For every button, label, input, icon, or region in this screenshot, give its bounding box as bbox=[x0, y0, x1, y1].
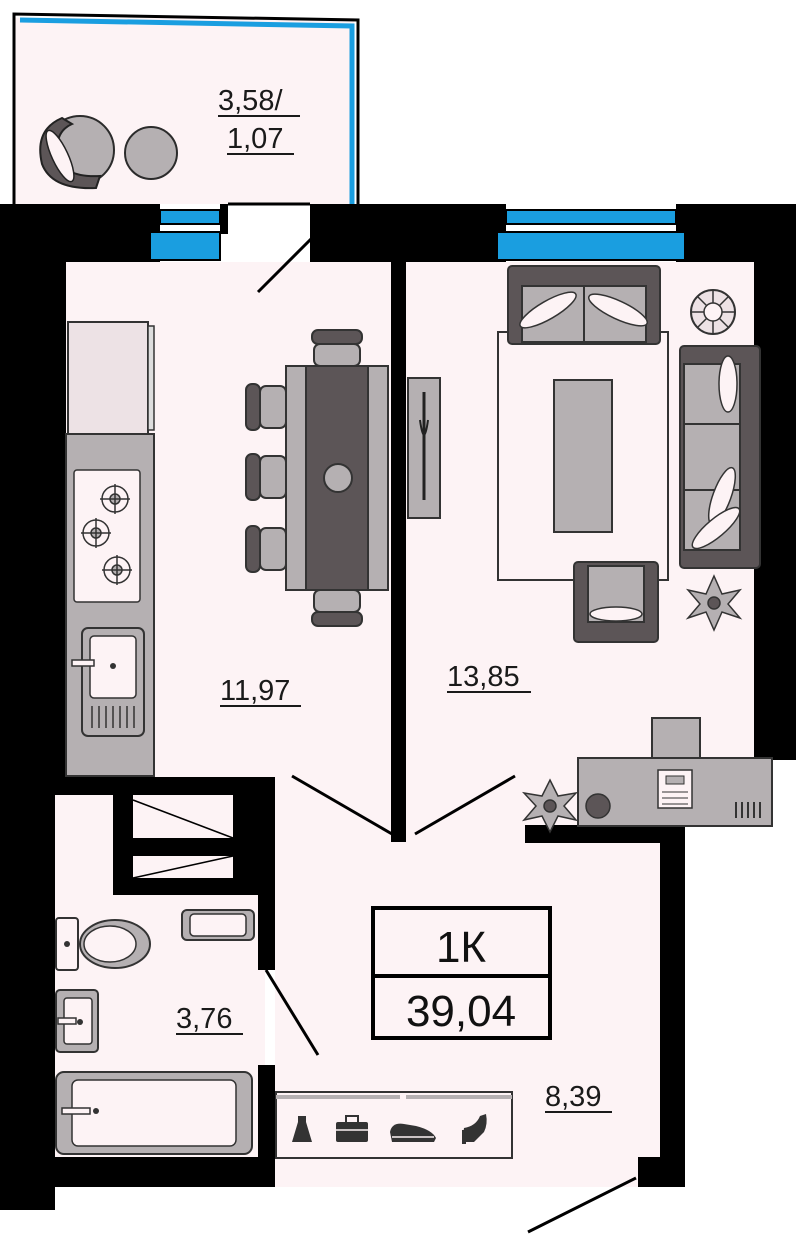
bathroom-area: 3,76 bbox=[176, 1003, 232, 1035]
apartment-type: 1К bbox=[436, 923, 486, 972]
hallway-area: 8,39 bbox=[545, 1081, 601, 1113]
briefcase-icon bbox=[336, 1115, 368, 1142]
toilet-icon bbox=[55, 917, 151, 971]
high-heel-icon bbox=[462, 1114, 487, 1144]
books-icon bbox=[735, 802, 761, 818]
windows bbox=[149, 202, 686, 261]
kitchen-area: 11,97 bbox=[220, 675, 290, 707]
apartment-summary: 1К 39,04 bbox=[371, 906, 552, 1040]
round-table-icon bbox=[124, 126, 178, 180]
entrance-door bbox=[527, 1176, 637, 1234]
kitchen-window bbox=[149, 231, 221, 261]
balcony-area-line2: 1,07 bbox=[227, 123, 283, 155]
living-room-door bbox=[414, 774, 516, 836]
walls bbox=[0, 204, 796, 1210]
bathroom-door bbox=[264, 969, 320, 1056]
washbasin-icon bbox=[55, 989, 99, 1053]
floor-lamp-icon bbox=[690, 289, 736, 335]
stove-icon bbox=[73, 469, 141, 603]
living-room-area: 13,85 bbox=[447, 661, 520, 693]
living-room-window bbox=[496, 231, 686, 261]
bathroom: 3,76 bbox=[55, 909, 255, 1155]
wardrobe bbox=[275, 1091, 513, 1159]
desk-lamp-icon bbox=[585, 793, 611, 819]
coffee-table-icon bbox=[553, 379, 613, 533]
hallway: 8,39 bbox=[275, 1081, 612, 1159]
total-area: 39,04 bbox=[406, 987, 516, 1036]
desk-icon bbox=[577, 717, 773, 827]
sink-icon bbox=[71, 627, 145, 737]
sofa-icon bbox=[507, 265, 661, 345]
kitchen-door bbox=[291, 774, 393, 836]
living-room: 13,85 bbox=[407, 265, 773, 834]
chair-icon bbox=[245, 329, 363, 627]
balcony-door bbox=[256, 230, 320, 294]
doors bbox=[256, 230, 637, 1234]
dress-icon bbox=[292, 1116, 312, 1142]
balcony-area-line1: 3,58/ bbox=[218, 85, 283, 117]
balcony-area-label: 3,58/ 1,07 bbox=[218, 85, 300, 155]
plant-icon bbox=[685, 574, 743, 632]
corner-sofa-icon bbox=[679, 345, 761, 569]
tv-stand-icon bbox=[407, 377, 441, 519]
dining-table-icon bbox=[245, 329, 389, 627]
armchair-icon bbox=[39, 115, 115, 190]
balcony-outline bbox=[12, 12, 360, 204]
balcony bbox=[12, 12, 360, 204]
fridge-icon bbox=[67, 321, 149, 435]
armchair-icon bbox=[573, 561, 659, 643]
plant-icon bbox=[521, 778, 579, 834]
sneaker-icon bbox=[390, 1123, 436, 1142]
washing-machine-icon bbox=[181, 909, 255, 941]
bathtub-icon bbox=[55, 1071, 253, 1155]
kitchen: 11,97 bbox=[65, 321, 389, 777]
balcony-window bbox=[19, 17, 355, 204]
shaft-hatching bbox=[132, 799, 257, 879]
